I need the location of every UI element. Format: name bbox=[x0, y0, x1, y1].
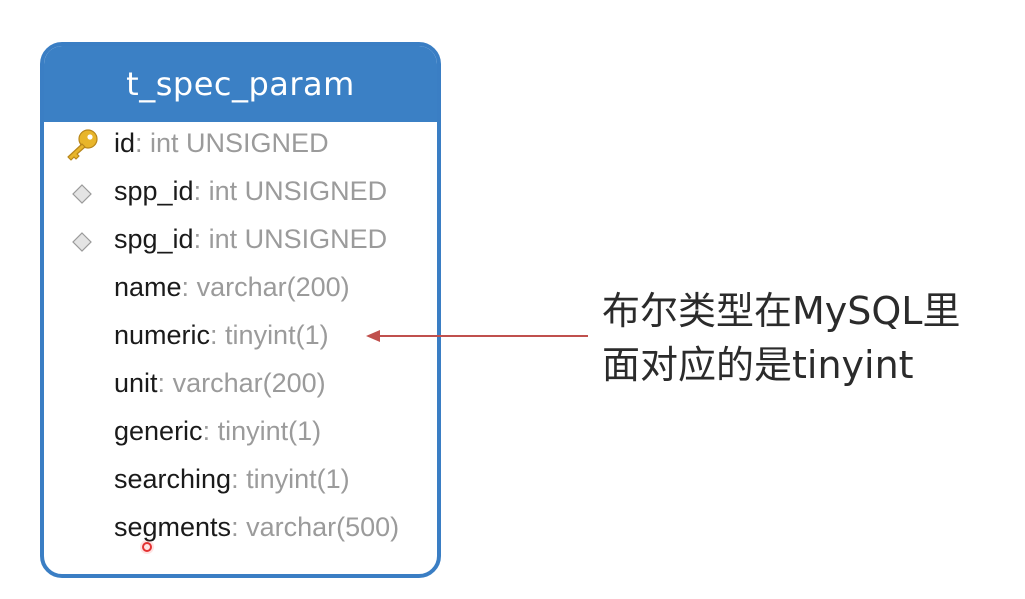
field-text: unit: varchar(200) bbox=[114, 368, 326, 399]
field-separator: : bbox=[181, 271, 197, 302]
field-type: int UNSIGNED bbox=[150, 127, 329, 158]
field-text: spp_id: int UNSIGNED bbox=[114, 176, 387, 207]
field-name: unit bbox=[114, 367, 158, 398]
field-row-spg-id: spg_id: int UNSIGNED bbox=[44, 219, 437, 259]
field-row-spp-id: spp_id: int UNSIGNED bbox=[44, 171, 437, 211]
table-title: t_spec_param bbox=[126, 65, 355, 103]
field-name: searching bbox=[114, 463, 232, 494]
field-type: varchar(200) bbox=[196, 271, 350, 302]
field-row-numeric: numeric: tinyint(1) bbox=[44, 315, 437, 355]
field-name: spp_id bbox=[114, 175, 194, 206]
annotation-text: 布尔类型在MySQL里 面对应的是tinyint bbox=[602, 284, 960, 392]
field-text: segments: varchar(500) bbox=[114, 512, 399, 543]
field-type: int UNSIGNED bbox=[208, 223, 388, 254]
field-text: name: varchar(200) bbox=[114, 272, 350, 303]
field-name: id bbox=[114, 127, 136, 158]
field-name: spg_id bbox=[114, 223, 194, 254]
field-type: tinyint(1) bbox=[217, 415, 322, 446]
foreign-key-diamond-icon bbox=[62, 175, 102, 209]
field-text: generic: tinyint(1) bbox=[114, 416, 321, 447]
field-separator: : bbox=[231, 463, 247, 494]
field-row-generic: generic: tinyint(1) bbox=[44, 411, 437, 451]
field-row-id: id: int UNSIGNED bbox=[44, 123, 437, 163]
field-type: varchar(200) bbox=[172, 367, 326, 398]
field-row-name: name: varchar(200) bbox=[44, 267, 437, 307]
field-name: generic bbox=[114, 415, 203, 446]
field-name: segments bbox=[114, 511, 232, 542]
entity-table: t_spec_param id: int UNSIGNED spp_id: in… bbox=[40, 42, 441, 578]
annotation-line-1: 布尔类型在MySQL里 bbox=[602, 289, 961, 333]
field-separator: : bbox=[193, 175, 209, 206]
field-text: searching: tinyint(1) bbox=[114, 464, 350, 495]
field-row-searching: searching: tinyint(1) bbox=[44, 459, 437, 499]
field-text: id: int UNSIGNED bbox=[114, 128, 329, 159]
field-type: int UNSIGNED bbox=[208, 175, 388, 206]
field-type: tinyint(1) bbox=[225, 319, 329, 350]
field-separator: : bbox=[157, 367, 173, 398]
field-separator: : bbox=[202, 415, 218, 446]
field-row-segments: segments: varchar(500) bbox=[44, 507, 437, 547]
field-separator: : bbox=[231, 511, 247, 542]
primary-key-icon bbox=[62, 127, 102, 161]
field-type: tinyint(1) bbox=[246, 463, 350, 494]
field-separator: : bbox=[135, 127, 151, 158]
field-row-unit: unit: varchar(200) bbox=[44, 363, 437, 403]
field-name: numeric bbox=[114, 319, 211, 350]
field-name: name bbox=[114, 271, 182, 302]
field-type: varchar(500) bbox=[246, 511, 400, 542]
annotation-line-2: 面对应的是tinyint bbox=[602, 343, 914, 387]
field-separator: : bbox=[210, 319, 226, 350]
foreign-key-diamond-icon bbox=[62, 223, 102, 257]
field-text: spg_id: int UNSIGNED bbox=[114, 224, 387, 255]
table-header: t_spec_param bbox=[44, 46, 437, 122]
field-separator: : bbox=[193, 223, 209, 254]
field-text: numeric: tinyint(1) bbox=[114, 320, 329, 351]
